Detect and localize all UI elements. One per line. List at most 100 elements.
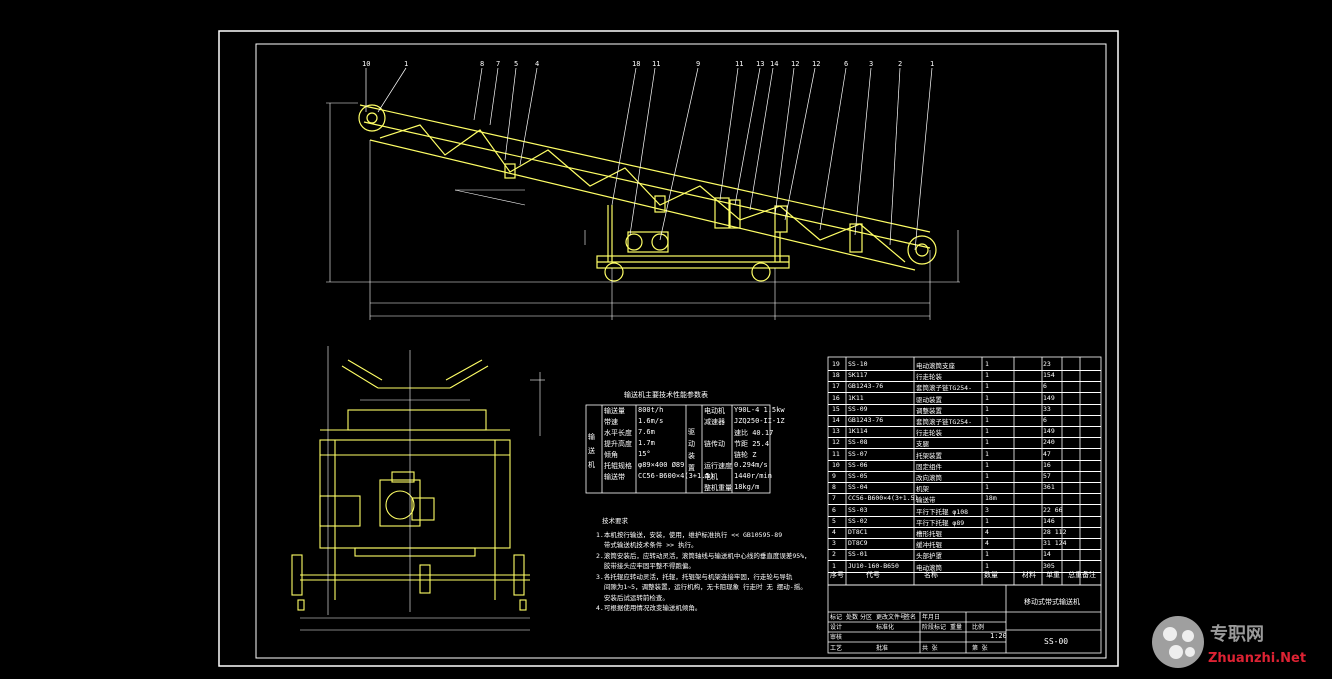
spec-value: 7.6m	[638, 428, 655, 436]
tech-req-line: 间隙为1~5，调整装置，运行机构，无卡阻现象 行走时 无 摆动-摇。	[596, 583, 807, 591]
parts-cell-qty: 1	[985, 460, 989, 469]
parts-cell-no: 13	[832, 427, 840, 436]
dimension-lines-top	[326, 102, 960, 320]
parts-cell-w: 57	[1043, 472, 1051, 480]
parts-cell-name: 行走轮装	[916, 373, 942, 382]
parts-header-cell: 材料	[1022, 571, 1036, 579]
balloon: 5	[514, 60, 518, 68]
parts-cell-name: 平行下托辊 φ89	[916, 518, 965, 527]
parts-cell-code: SS-02	[848, 516, 868, 525]
spec-table-frame	[585, 404, 771, 494]
parts-cell-qty: 1	[985, 449, 989, 458]
balloon: 6	[844, 60, 848, 68]
parts-cell-w: 28 112	[1043, 528, 1067, 536]
tb-label: 标记	[830, 613, 842, 621]
balloon: 1	[404, 60, 408, 68]
parts-cell-no: 5	[832, 516, 836, 525]
spec-key2: 减速器	[704, 418, 725, 426]
parts-cell-name: 电动滚筒支座	[916, 362, 955, 370]
balloon: 9	[696, 60, 700, 68]
tech-req-line: 2.滚筒安装后，应转动灵活，滚筒轴线与输送机中心线的垂直度误差95%，	[596, 551, 811, 560]
parts-cell-code: SS-07	[848, 449, 868, 458]
parts-cell-w: 240	[1043, 438, 1055, 447]
parts-cell-qty: 4	[985, 528, 989, 536]
parts-header-cell: 单重	[1046, 571, 1060, 579]
parts-cell-code: SS-08	[848, 438, 868, 447]
spec-value: 800t/h	[638, 406, 664, 414]
tech-req-lines: 1.本机按行输送，安装，使用，维护标准执行 << GB10595-89 带式输送…	[596, 530, 816, 614]
spec-value2: 1440r/min	[734, 472, 772, 480]
balloon: 7	[496, 60, 500, 68]
parts-cell-w: 47	[1043, 449, 1051, 458]
watermark-text: 专职网	[1210, 624, 1264, 645]
parts-cell-w: 22 66	[1043, 505, 1063, 514]
outer-frame	[218, 30, 1119, 667]
parts-cell-code: SK117	[848, 371, 868, 380]
parts-cell-name: 固定组件	[916, 462, 942, 471]
parts-cell-code: SS-01	[848, 550, 868, 559]
tb-label: 更改文件号	[876, 613, 906, 621]
spec-key2: 电机	[704, 473, 718, 481]
balloon: 8	[480, 60, 484, 68]
tb-label: 年月日	[922, 613, 940, 621]
spec-key: 输送量	[604, 407, 625, 415]
parts-cell-no: 9	[832, 472, 836, 480]
spec-left-group: 输送机	[588, 433, 595, 469]
balloon: 10	[362, 60, 370, 68]
parts-cell-code: 1K114	[848, 427, 868, 436]
parts-cell-name: 调整装置	[916, 406, 942, 415]
tb-label: 标准化	[876, 623, 894, 631]
spec-value: φ89×400 Ø89	[638, 461, 685, 469]
parts-cell-code: DT8C9	[848, 539, 868, 548]
parts-cell-qty: 1	[985, 561, 989, 570]
tb-label: 工艺	[830, 644, 842, 652]
spec-value2: 节距 25.4	[734, 440, 770, 448]
parts-header-cell: 代号	[866, 571, 880, 579]
leader-lines	[365, 67, 933, 251]
parts-cell-code: SS-06	[848, 460, 868, 469]
parts-header-cell: 总重	[1068, 571, 1082, 579]
spec-table-title: 输送机主要技术性能参数表	[624, 391, 708, 399]
parts-cell-no: 10	[832, 460, 840, 469]
spec-key: 水平长度	[604, 429, 632, 437]
tech-req-line: 带式输送机技术条件 >> 执行。	[596, 541, 698, 549]
spec-value2: 18kg/m	[734, 483, 760, 491]
parts-cell-name: 托架装置	[916, 451, 942, 460]
parts-cell-no: 17	[832, 382, 840, 391]
parts-cell-name: 缓冲托辊	[916, 541, 942, 550]
spec-key2: 运行速度	[704, 462, 732, 470]
tb-label: 重量	[950, 623, 962, 631]
dimension-lines-end	[300, 346, 545, 631]
tech-req-line: 3.各托辊应转动灵活，托辊，托辊架与机架连接牢固，行走轮与导轨	[596, 572, 793, 581]
tb-label: 批准	[876, 644, 888, 652]
inner-frame	[255, 43, 1107, 659]
parts-header: 序号代号名称数量材料单重总重备注	[828, 570, 1101, 582]
title-block-scale: 1:20	[990, 632, 1007, 640]
spec-value2: 链轮 Z	[734, 451, 757, 459]
parts-cell-qty: 1	[985, 360, 989, 368]
parts-cell-no: 14	[832, 416, 840, 424]
parts-cell-no: 15	[832, 404, 840, 413]
balloon: 18	[632, 60, 640, 68]
parts-cell-code: SS-09	[848, 404, 868, 413]
parts-cell-qty: 18m	[985, 494, 997, 503]
spec-key: 带速	[604, 418, 618, 426]
parts-cell-w: 31 124	[1043, 539, 1067, 548]
spec-value2: Y90L-4 1.5kw	[734, 406, 785, 414]
parts-cell-name: 槽形托辊	[916, 530, 942, 538]
spec-value: CC56-B600×4(3+1.5)	[638, 472, 714, 480]
parts-cell-qty: 1	[985, 438, 989, 447]
spec-key: 提升高度	[604, 440, 632, 448]
parts-cell-w: 6	[1043, 382, 1047, 391]
parts-cell-code: SS-03	[848, 505, 868, 514]
parts-cell-no: 1	[832, 561, 836, 570]
balloon: 11	[652, 60, 660, 68]
